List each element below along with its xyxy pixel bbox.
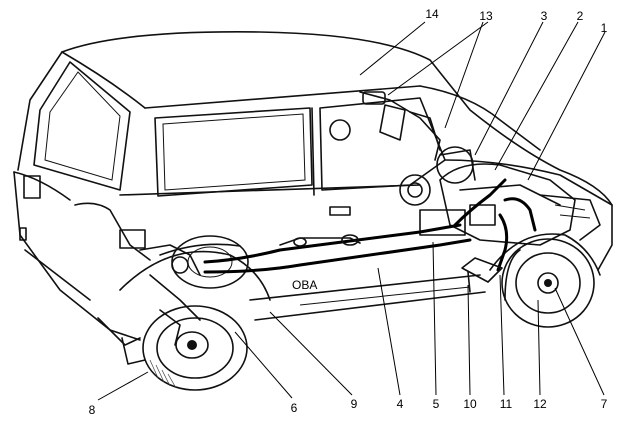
callout-6: 6 (291, 401, 298, 415)
callout-7: 7 (601, 397, 608, 411)
callout-9: 9 (351, 397, 358, 411)
brake-lines (159, 178, 537, 274)
car-body: OBA (13, 31, 613, 365)
callout-8: 8 (89, 403, 96, 417)
callout-4: 4 (397, 397, 404, 411)
front-wheel (501, 238, 595, 328)
callout-14: 14 (425, 7, 439, 21)
callout-2: 2 (577, 9, 584, 23)
callout-labels: 1 2 3 4 5 6 7 8 9 10 11 12 13 14 (89, 7, 608, 417)
callout-10: 10 (463, 397, 477, 411)
svg-text:OBA: OBA (292, 278, 317, 292)
brake-bracket (461, 257, 503, 293)
callout-13: 13 (479, 9, 493, 23)
callout-3: 3 (541, 9, 548, 23)
engine-compartment (399, 146, 601, 246)
leader-lines (97, 21, 606, 401)
dashboard (329, 91, 441, 161)
rear-brake-assembly (74, 202, 201, 346)
callout-12: 12 (533, 397, 547, 411)
callout-11: 11 (500, 397, 513, 411)
callout-5: 5 (433, 397, 440, 411)
callout-1: 1 (601, 21, 608, 35)
rear-wheel (142, 305, 248, 391)
